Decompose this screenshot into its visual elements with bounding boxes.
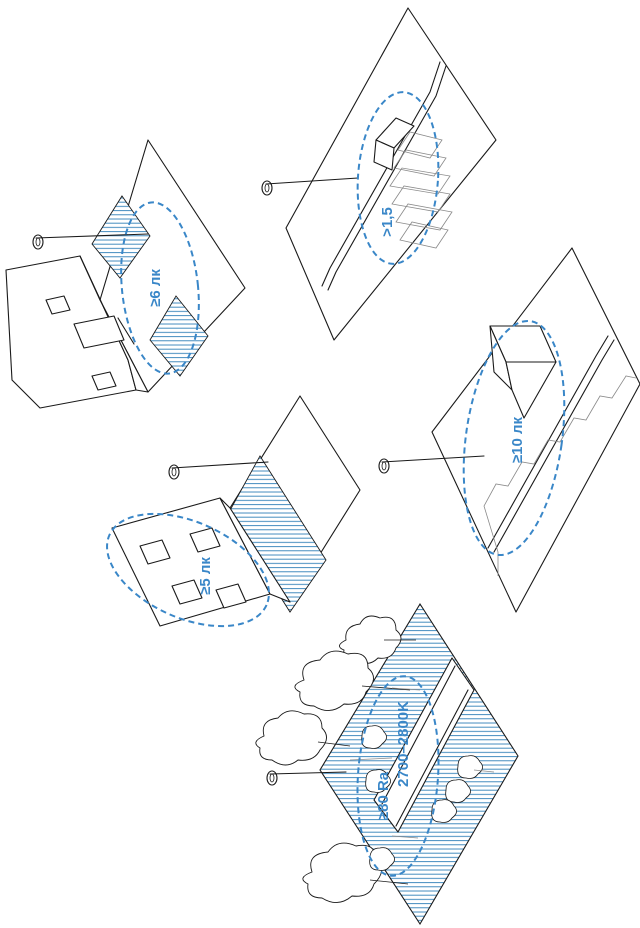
scene-park: ≥80 Ra 2700–2800K bbox=[255, 602, 519, 926]
road-plane bbox=[285, 7, 497, 341]
lamp-bulb bbox=[35, 237, 41, 247]
lamp-bulb bbox=[171, 467, 177, 477]
window bbox=[171, 579, 203, 605]
small-tree-icon bbox=[457, 755, 483, 779]
lamp-pole bbox=[265, 177, 359, 185]
walkway-hatch bbox=[149, 295, 209, 377]
crossing-sign-face bbox=[373, 139, 395, 171]
bollard bbox=[349, 757, 393, 761]
small-tree-icon bbox=[365, 769, 391, 793]
bollard bbox=[473, 769, 495, 773]
lamp-bulb bbox=[264, 183, 270, 193]
lamp-pole bbox=[171, 461, 269, 469]
scene-stairs: ≥10 лк bbox=[378, 247, 640, 613]
illuminance-zone-ellipse bbox=[120, 201, 200, 375]
lamp-bulb bbox=[381, 461, 387, 471]
small-tree-icon bbox=[431, 799, 457, 823]
path-edge bbox=[487, 335, 609, 549]
small-tree-icon bbox=[445, 779, 471, 803]
tree-icon bbox=[294, 650, 374, 711]
lamp-head bbox=[266, 770, 278, 786]
window bbox=[45, 295, 71, 315]
walkway-hatch bbox=[91, 195, 151, 279]
tree-trunk bbox=[369, 879, 409, 885]
lamp-bulb bbox=[269, 773, 275, 783]
stair-steps bbox=[483, 375, 637, 576]
park-zone-ellipse bbox=[356, 675, 440, 877]
bollard bbox=[391, 687, 421, 691]
path-line bbox=[395, 689, 469, 827]
facade-side bbox=[219, 497, 291, 603]
path-line bbox=[381, 665, 456, 805]
lamp-head bbox=[168, 464, 180, 480]
scene-facade: ≥5 лк bbox=[106, 395, 361, 628]
bollard bbox=[391, 835, 419, 839]
lamp-head bbox=[32, 234, 44, 250]
window bbox=[91, 371, 117, 391]
window bbox=[215, 583, 247, 609]
small-tree-icon bbox=[361, 725, 387, 749]
path-edge bbox=[493, 339, 615, 553]
park-color-rendering-label: ≥80 Ra bbox=[375, 771, 392, 820]
tree-icon bbox=[255, 710, 327, 766]
ground-plane bbox=[431, 247, 640, 613]
window bbox=[189, 527, 221, 553]
tree-trunk bbox=[361, 685, 411, 691]
lamp-head bbox=[261, 180, 273, 196]
entrance-illuminance-label: ≥6 лк bbox=[147, 269, 164, 307]
zebra-crossing bbox=[389, 131, 453, 249]
crosswalk-ratio-label: >1,5 bbox=[379, 207, 396, 237]
luminance-zone-ellipse bbox=[356, 91, 440, 265]
tree-icon bbox=[302, 842, 382, 903]
lamp-head bbox=[378, 458, 390, 474]
park-path bbox=[373, 657, 475, 833]
entrance-canopy bbox=[73, 315, 125, 349]
small-tree-icon bbox=[369, 847, 395, 871]
park-color-temperature-label: 2700–2800K bbox=[395, 701, 412, 787]
stair-canopy-front bbox=[505, 361, 557, 419]
curb-line bbox=[321, 61, 441, 287]
lamp-pole bbox=[381, 455, 485, 463]
stairs-illuminance-label: ≥10 лк bbox=[509, 416, 526, 463]
tree-trunk bbox=[317, 741, 351, 747]
stairs-zone-ellipse bbox=[462, 319, 566, 557]
curb-line bbox=[327, 65, 447, 291]
lamp-pole bbox=[35, 233, 149, 239]
facade-zone-ellipse bbox=[106, 512, 270, 628]
lamp-pole bbox=[269, 771, 347, 775]
facade-illuminance-label: ≥5 лк bbox=[197, 557, 214, 595]
building-side bbox=[79, 255, 149, 393]
scene-crosswalk: >1,5 bbox=[261, 7, 497, 341]
canopy-edge bbox=[117, 317, 135, 345]
window bbox=[139, 539, 171, 565]
scene-entrance: ≥6 лк bbox=[5, 139, 246, 409]
sidewalk-hatch bbox=[227, 455, 327, 613]
